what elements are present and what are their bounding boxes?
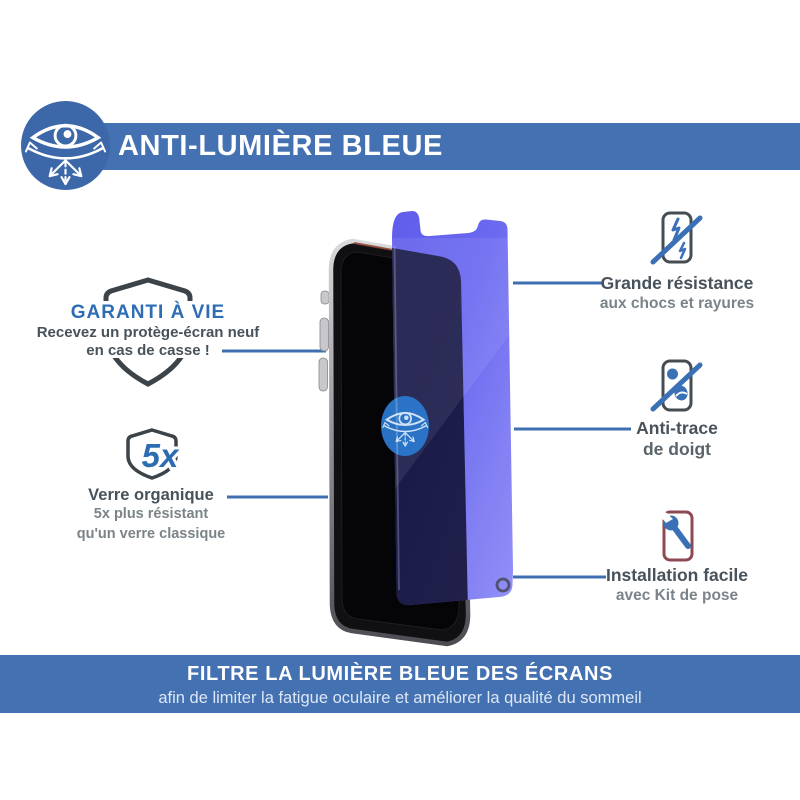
mute-switch — [320, 290, 330, 305]
header-banner — [62, 123, 800, 170]
lifetime-warranty-shield-icon — [94, 277, 206, 387]
callout-lines — [222, 281, 631, 579]
feature-resistance-line2: aux chocs et rayures — [599, 295, 755, 312]
feature-fingerprint: Anti-trace de doigt — [572, 418, 782, 460]
feature-install-line2: avec Kit de pose — [615, 587, 739, 604]
feature-install: Installation facile avec Kit de pose — [572, 565, 782, 605]
feature-resistance-line1: Grande résistance — [600, 273, 754, 293]
feature-fingerprint-line1: Anti-trace — [636, 418, 718, 438]
anti-fingerprint-icon — [650, 359, 703, 412]
volume-up-button — [319, 317, 329, 352]
warranty-line1: Recevez un protège-écran neuf — [36, 324, 260, 341]
feature-fingerprint-line2: de doigt — [642, 439, 712, 459]
phone-side-buttons — [318, 290, 330, 392]
protector-over-screen-tint — [392, 241, 469, 606]
anti-blue-light-eye-icon — [24, 123, 107, 186]
footer-subtitle: afin de limiter la fatigue oculaire et a… — [158, 689, 642, 707]
glass-line2: qu'un verre classique — [76, 525, 226, 542]
protector-edge-highlight — [393, 245, 400, 591]
brand-logo-mark — [495, 577, 511, 593]
feature-resistance: Grande résistance aux chocs et rayures — [572, 273, 782, 313]
feature-install-line1: Installation facile — [606, 565, 748, 585]
shield-5x-icon: 5x — [126, 428, 183, 480]
warranty-line2: en cas de casse ! — [86, 341, 210, 359]
shield-5x-label: 5x — [142, 437, 180, 474]
glass-title: Verre organique — [88, 486, 214, 504]
warranty-title: GARANTI À VIE — [70, 302, 226, 323]
shock-resistance-icon — [650, 211, 703, 265]
volume-down-button — [318, 357, 328, 392]
header-eye-badge — [21, 101, 110, 190]
glass-line1: 5x plus résistant — [93, 506, 209, 522]
page-title: ANTI-LUMIÈRE BLEUE — [118, 130, 443, 162]
footer-banner: FILTRE LA LUMIÈRE BLEUE DES ÉCRANS afin … — [0, 655, 800, 713]
screen-protector — [381, 211, 513, 606]
footer-title: FILTRE LA LUMIÈRE BLEUE DES ÉCRANS — [187, 663, 613, 685]
warranty-annotation: GARANTI À VIE Recevez un protège-écran n… — [20, 301, 276, 359]
easy-install-icon — [659, 509, 694, 562]
organic-glass-annotation: Verre organique 5x plus résistant qu'un … — [44, 485, 258, 544]
